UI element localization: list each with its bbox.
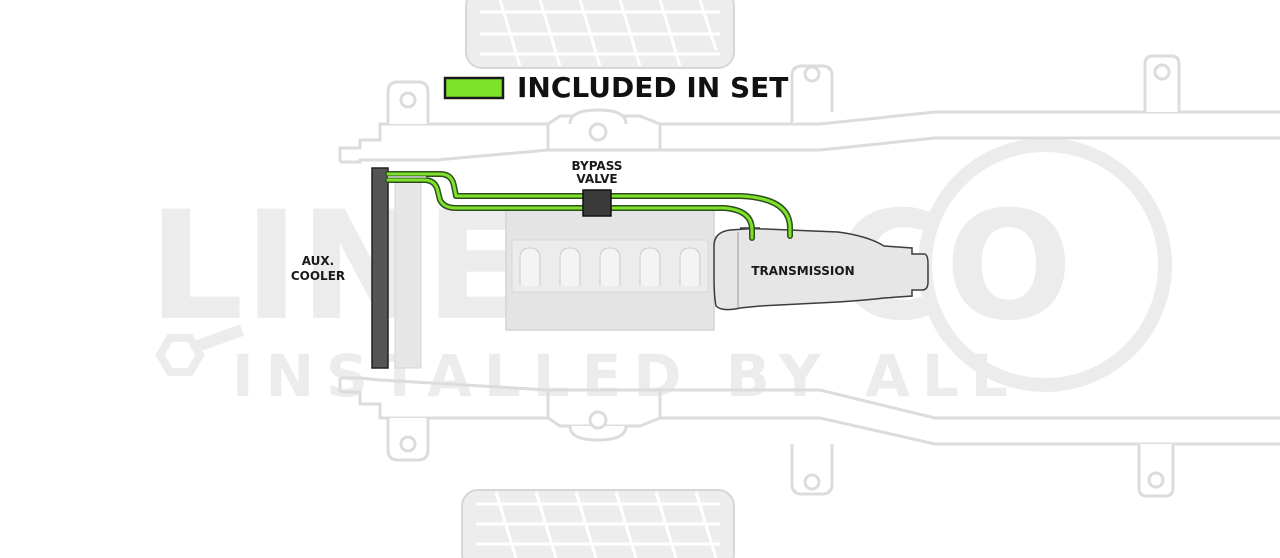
bypass-valve <box>582 189 612 217</box>
bypass-valve-label-line1: BYPASS <box>572 159 623 173</box>
aux-cooler <box>371 167 389 369</box>
transmission-label: TRANSMISSION <box>751 264 854 278</box>
bypass-valve-label-line2: VALVE <box>576 172 617 186</box>
legend: INCLUDED IN SET <box>443 71 788 104</box>
legend-swatch <box>443 76 505 100</box>
engine-block <box>505 205 715 331</box>
transmission <box>713 227 929 311</box>
aux-cooler-label-line2: COOLER <box>291 269 345 283</box>
radiator <box>394 181 422 369</box>
watermark-tagline: INSTALLED BY ALL <box>232 342 1020 410</box>
aux-cooler-label-line1: AUX. <box>302 254 334 268</box>
legend-label: INCLUDED IN SET <box>517 71 788 104</box>
wrench-icon <box>155 324 245 376</box>
tire-top <box>465 0 735 69</box>
tire-bottom <box>461 489 735 558</box>
cooler-line-lower <box>386 178 754 240</box>
chassis-frame <box>338 54 1280 498</box>
